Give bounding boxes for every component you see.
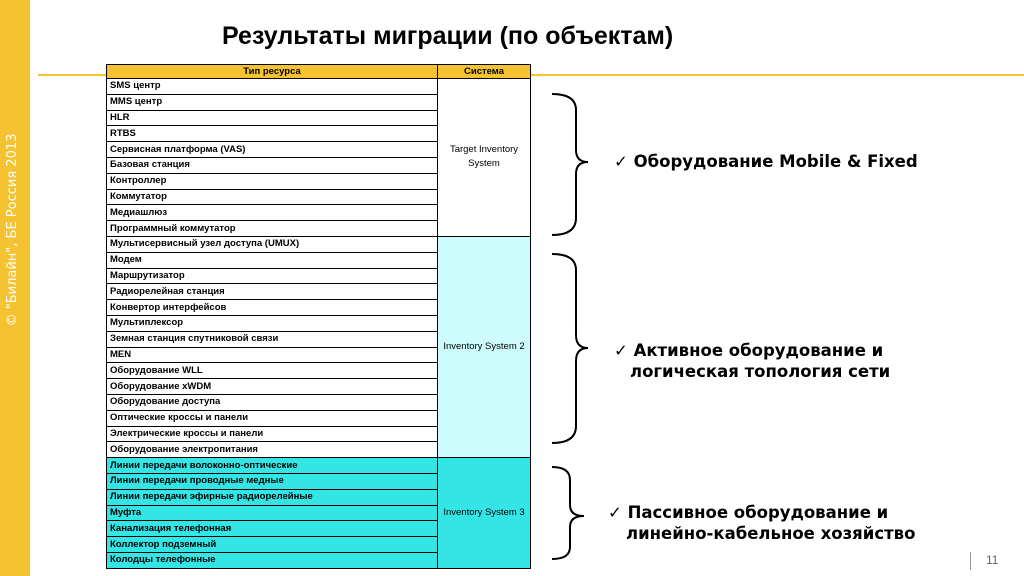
resource-cell: Контроллер	[106, 172, 438, 190]
table-row: Оборудование WLL	[106, 362, 531, 380]
check-icon: ✓	[614, 341, 628, 360]
resource-cell: Модем	[106, 251, 438, 269]
resource-cell: Радиорелейная станция	[106, 283, 438, 301]
note-mobile-fixed: ✓ Оборудование Mobile & Fixed	[614, 151, 918, 172]
table-row: Оптические кроссы и панели	[106, 409, 531, 427]
table-row: Модем	[106, 251, 531, 269]
table-row: Линии передачи волоконно-оптические Inve…	[106, 457, 531, 569]
resource-cell: SMS центр	[106, 78, 438, 95]
check-icon: ✓	[608, 503, 622, 522]
resource-cell: Конвертор интерфейсов	[106, 299, 438, 316]
table-row: Оборудование доступа	[106, 393, 531, 411]
header-system: Система	[437, 64, 531, 79]
note-line: Активное оборудование и	[633, 341, 884, 360]
table-row: Конвертор интерфейсов	[106, 299, 531, 316]
slide-title: Результаты миграции (по объектам)	[222, 22, 674, 50]
resource-cell: Программный коммутатор	[106, 220, 438, 237]
resource-cell: Оборудование xWDM	[106, 378, 438, 395]
brace-1	[551, 93, 589, 236]
table-row: Контроллер	[106, 172, 531, 190]
resource-cell: MMS центр	[106, 93, 438, 111]
resource-cell: Мультиплексор	[106, 314, 438, 332]
resource-cell: Муфта	[106, 504, 438, 522]
system-cell: Target Inventory System	[437, 78, 531, 237]
table-row: Земная станция спутниковой связи	[106, 330, 531, 348]
resource-cell: Оборудование электропитания	[106, 441, 438, 459]
resource-cell: HLR	[106, 109, 438, 127]
table-header-row: Тип ресурса Система	[106, 64, 531, 79]
page-number-separator	[970, 552, 971, 570]
title-divider	[38, 74, 1024, 76]
resource-cell: Оптические кроссы и панели	[106, 409, 438, 427]
table-row: MEN	[106, 346, 531, 364]
table-row: Радиорелейная станция	[106, 283, 531, 301]
resource-cell: Линии передачи эфирные радиорелейные	[106, 488, 438, 506]
table-row: Маршрутизатор	[106, 267, 531, 285]
resource-cell: Колодцы телефонные	[106, 551, 438, 569]
resource-cell: MEN	[106, 346, 438, 364]
resource-cell: Маршрутизатор	[106, 267, 438, 285]
resource-cell: Линии передачи проводные медные	[106, 472, 438, 490]
copyright-text: © "Билайн", БЕ Россия 2013	[5, 133, 20, 327]
header-resource-type: Тип ресурса	[106, 64, 438, 79]
resource-cell: Коллектор подземный	[106, 536, 438, 553]
brace-2	[551, 253, 589, 444]
system-cell: Inventory System 2	[437, 235, 531, 459]
table-row: Канализация телефонная	[106, 520, 531, 538]
resource-table: Тип ресурса Система SMS центр Target Inv…	[106, 64, 531, 569]
table-row: Мультиплексор	[106, 314, 531, 332]
table-row: SMS центр Target Inventory System	[106, 78, 531, 237]
table-row: HLR	[106, 109, 531, 127]
resource-cell: Оборудование WLL	[106, 362, 438, 380]
table-row: Мультисервисный узел доступа (UMUX) Inve…	[106, 235, 531, 459]
resource-cell: Электрические кроссы и панели	[106, 425, 438, 443]
table-row: Муфта	[106, 504, 531, 522]
resource-cell: Земная станция спутниковой связи	[106, 330, 438, 348]
note-line: линейно-кабельное хозяйство	[626, 524, 916, 543]
sidebar-accent-bar	[0, 0, 30, 576]
resource-cell: Мультисервисный узел доступа (UMUX)	[106, 235, 438, 253]
note-passive-equipment: ✓ Пассивное оборудование и линейно-кабел…	[608, 502, 915, 544]
resource-cell: Линии передачи волоконно-оптические	[106, 457, 438, 474]
table-row: Базовая станция	[106, 156, 531, 174]
table-row: Линии передачи эфирные радиорелейные	[106, 488, 531, 506]
table-row: Коллектор подземный	[106, 536, 531, 553]
brace-group	[551, 93, 589, 560]
resource-cell: Базовая станция	[106, 156, 438, 174]
note-line: Пассивное оборудование и	[627, 503, 889, 522]
resource-cell: Коммутатор	[106, 188, 438, 206]
note-line: Оборудование Mobile & Fixed	[633, 152, 918, 171]
table-row: Колодцы телефонные	[106, 551, 531, 569]
note-line: логическая топология сети	[630, 362, 891, 381]
brace-3	[551, 466, 585, 560]
system-cell: Inventory System 3	[437, 457, 531, 569]
note-active-equipment: ✓ Активное оборудование и логическая топ…	[614, 340, 890, 382]
table-row: Коммутатор	[106, 188, 531, 206]
table-row: Электрические кроссы и панели	[106, 425, 531, 443]
resource-cell: Канализация телефонная	[106, 520, 438, 538]
page-number: 11	[986, 553, 999, 567]
resource-cell: Медиашлюз	[106, 204, 438, 222]
resource-cell: RTBS	[106, 125, 438, 143]
table-row: MMS центр	[106, 93, 531, 111]
table-row: RTBS	[106, 125, 531, 143]
resource-cell: Оборудование доступа	[106, 393, 438, 411]
table-row: Сервисная платформа (VAS)	[106, 141, 531, 158]
resource-cell: Сервисная платформа (VAS)	[106, 141, 438, 158]
check-icon: ✓	[614, 152, 628, 171]
